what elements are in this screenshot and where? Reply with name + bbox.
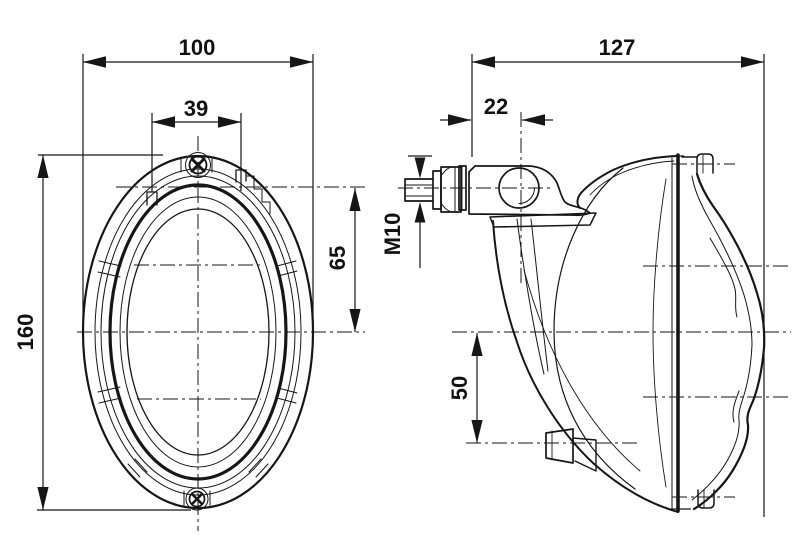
lamp-housing-side [492,155,679,513]
stud-nut [440,166,462,213]
bottom-screw [183,487,211,511]
connector-foot [572,437,597,472]
bezel-inner-profile [691,175,753,501]
bottom-clip [697,489,715,509]
dim-label-65: 65 [325,246,350,270]
right-step-tabs [245,175,271,215]
arrowhead [414,202,426,223]
side-view: 127 22 M10 50 [380,35,791,517]
arrowhead [349,309,361,332]
arrowhead [37,487,49,510]
dim-label-m10: M10 [380,213,405,256]
housing-bottom-edge [492,220,679,513]
dimension-stud-thread: M10 [380,155,432,268]
dimension-bracket-offset: 22 [440,94,553,126]
arrowhead [471,333,483,356]
arrowhead [448,114,471,126]
dim-label-127: 127 [599,35,636,60]
stud-collar [432,170,442,210]
bezel-fold-lines [709,237,740,423]
bezel-outer-profile [692,172,766,511]
arrowhead [522,114,545,126]
arrowhead [349,188,361,211]
arrowhead [83,56,106,68]
arrowhead [152,116,175,128]
dimension-tab-spacing: 39 [151,96,242,192]
dimension-front-height: 160 [13,154,191,511]
dim-label-22: 22 [484,94,508,119]
arrowhead [471,420,483,443]
washer [458,165,467,211]
bulb-connector [545,428,597,472]
housing-top-edge [576,155,677,209]
top-clip [696,153,714,175]
arrowhead [741,56,764,68]
front-view: 100 39 160 65 [13,35,365,531]
mounting-stud [404,165,467,213]
neck-fold-lines [516,218,549,375]
side-centerlines [398,112,791,498]
arrowhead [218,116,241,128]
dim-label-50: 50 [447,376,472,400]
dimension-center-to-tab: 65 [325,188,361,332]
arrowhead [37,155,49,178]
rim-segment-dividers [97,260,298,478]
arrowhead [414,157,426,179]
dim-label-160: 160 [13,314,38,351]
dimension-depth: 127 [471,35,765,517]
dim-label-39: 39 [184,96,208,121]
dimension-center-to-connector: 50 [447,333,483,443]
arrowhead [472,56,495,68]
dim-label-100: 100 [179,35,216,60]
dimension-front-width: 100 [82,35,314,342]
reflector-bowl-seam [553,167,636,490]
mounting-bracket [468,165,597,375]
arrowhead [290,56,313,68]
